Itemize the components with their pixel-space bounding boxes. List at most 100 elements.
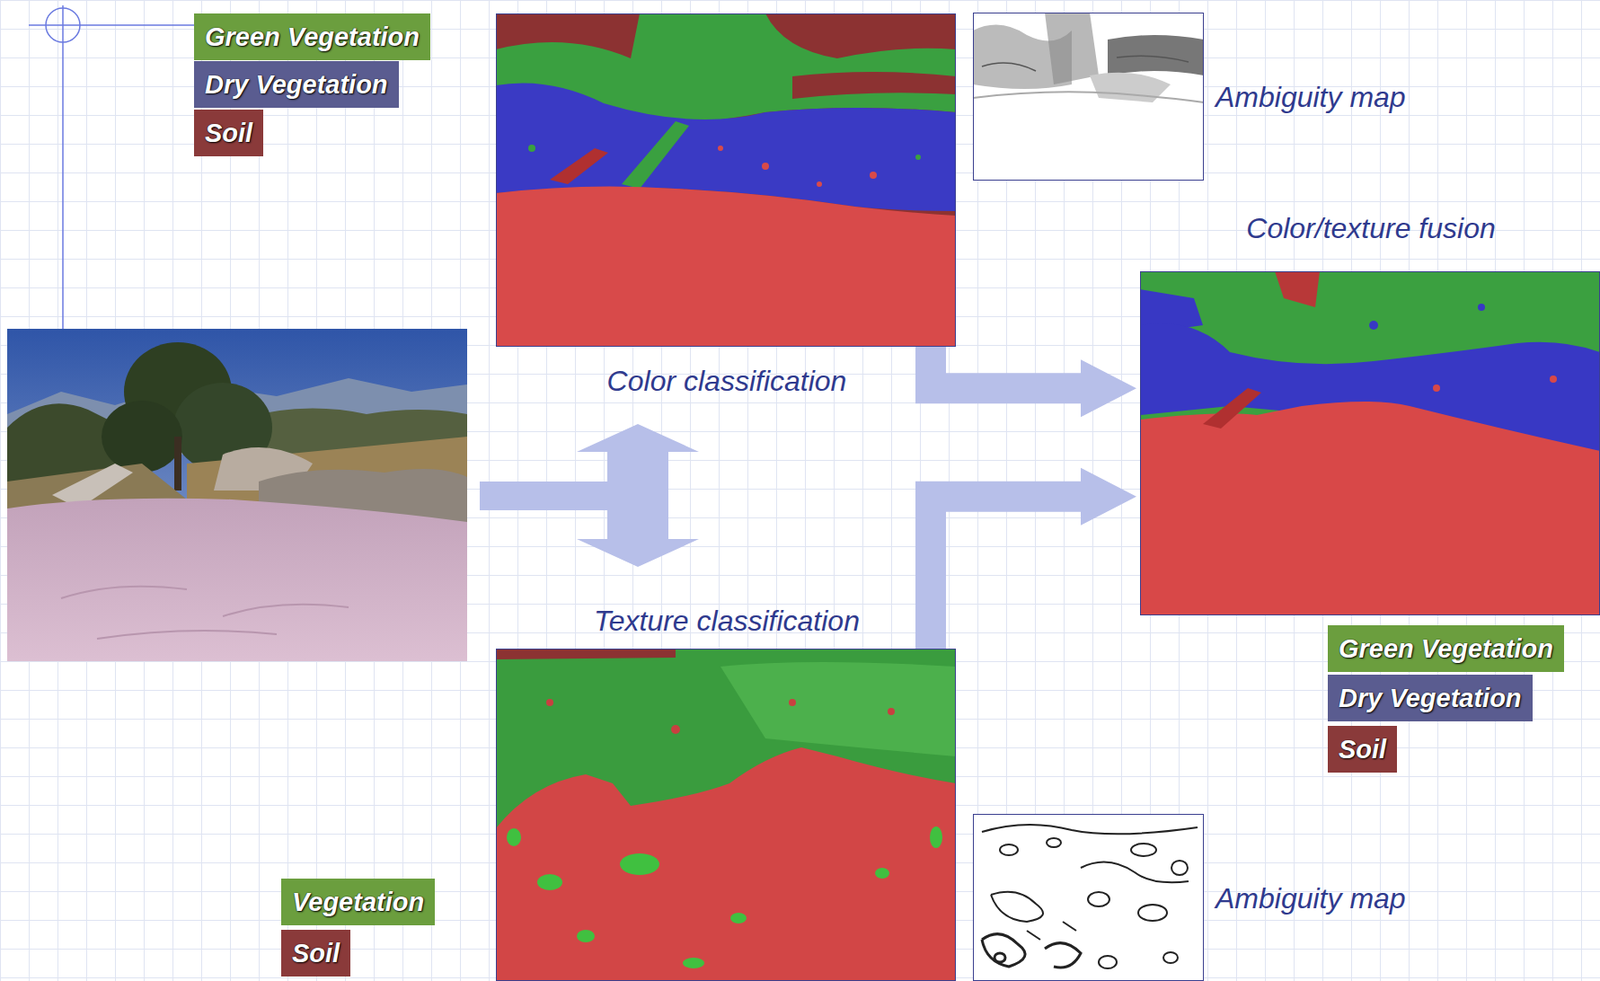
ambiguity-image-part <box>972 12 1204 181</box>
arrow-head <box>1080 468 1137 526</box>
legend-label: Green Vegetation <box>1338 634 1554 664</box>
crosshair-mark-part <box>28 24 195 27</box>
image-panel: Color classification <box>495 13 956 347</box>
caption-holder: Texture classification <box>593 604 860 638</box>
input-arrow <box>479 424 699 567</box>
texture-classification-image-part <box>576 929 595 943</box>
texture-classification-image-part <box>495 648 956 981</box>
ambiguity-image-part <box>972 91 1204 103</box>
panel-caption: Color classification <box>607 364 848 398</box>
arrow-shaft <box>930 346 1083 389</box>
color-classification-image-part <box>621 121 690 189</box>
texture-classification-image-part <box>887 707 895 716</box>
terrain-photo-part <box>174 436 182 491</box>
legend-swatch: Dry Vegetation <box>1327 674 1533 722</box>
ambiguity-image-part <box>1131 843 1157 857</box>
fusion-image-part <box>1274 271 1320 308</box>
texture-classification-image-part <box>788 698 796 707</box>
crosshair-mark <box>28 5 195 329</box>
terrain-photo-part <box>7 498 468 662</box>
texture-classification-image <box>495 648 956 981</box>
texture-classification-image-part <box>682 957 705 969</box>
ambiguity-image-part <box>981 55 1189 71</box>
legend-swatch: Vegetation <box>281 878 435 926</box>
terrain-photo-part <box>7 328 468 662</box>
input-arrow-part <box>479 481 624 511</box>
color-classification-image <box>495 13 956 347</box>
ambiguity-image-part <box>1163 952 1178 964</box>
ambiguity-image-part <box>994 953 1006 963</box>
panel-caption: Ambiguity map <box>1215 80 1406 115</box>
texture-classification-image-part <box>495 747 956 981</box>
texture-classification-image-part <box>546 698 554 707</box>
arrow-head <box>1080 359 1137 417</box>
fusion-image-part <box>1477 303 1486 311</box>
terrain-photo <box>7 328 468 662</box>
panel-caption: Texture classification <box>593 604 860 638</box>
fusion-image-part <box>1140 271 1600 616</box>
color-classification-image-part <box>761 162 770 170</box>
color-classification-image-part <box>495 13 956 347</box>
legend-label: Dry Vegetation <box>204 70 389 100</box>
color-classification-image-part <box>869 171 877 179</box>
fusion-image-part <box>1369 320 1379 330</box>
legend-label: Soil <box>291 938 340 969</box>
ambiguity-image-part <box>1107 35 1204 76</box>
caption-holder: Color/texture fusion <box>1246 212 1495 246</box>
color-classification-image-part <box>549 148 609 185</box>
fusion-image-part <box>1202 388 1262 429</box>
ambiguity-image <box>972 12 1204 181</box>
arrow-shaft <box>930 496 1083 649</box>
ambiguity-image-part <box>1098 955 1117 969</box>
color-classification-image-part <box>816 181 823 187</box>
ambiguity-image-part <box>972 813 1204 981</box>
texture-classification-image-part <box>929 826 943 849</box>
color-classification-image-part <box>915 154 921 160</box>
block-arrow <box>930 468 1137 649</box>
fusion-image-part <box>1549 375 1557 383</box>
block-arrow <box>930 346 1137 417</box>
image-panel: Ambiguity map <box>972 12 1204 181</box>
ambiguity-image-part <box>1080 862 1189 884</box>
ambiguity-image-part <box>1138 904 1167 921</box>
terrain-photo-part <box>101 400 183 473</box>
legend-swatch: Green Vegetation <box>194 13 431 61</box>
image-panel: Ambiguity map <box>972 813 1204 981</box>
ambiguity-image-part <box>1046 838 1061 848</box>
legend-swatch: Soil <box>194 109 264 157</box>
texture-classification-image-part <box>495 648 676 660</box>
ambiguity-image-part <box>999 844 1018 856</box>
texture-classification-image-part <box>730 912 747 924</box>
input-arrow-part <box>576 424 699 567</box>
texture-classification-image-part <box>619 853 660 876</box>
legend-label: Soil <box>1338 734 1387 765</box>
terrain-photo-part <box>61 586 349 639</box>
ambiguity-image-part <box>990 892 1044 922</box>
ambiguity-image-part <box>1171 860 1188 876</box>
ambiguity-image-part <box>1044 12 1099 85</box>
texture-classification-image-part <box>537 874 563 891</box>
texture-classification-image-part <box>671 724 681 734</box>
caption-holder: Ambiguity map <box>1215 882 1406 916</box>
legend-swatch: Dry Vegetation <box>194 61 399 108</box>
fusion-image <box>1140 271 1600 616</box>
legend-label: Vegetation <box>291 887 425 918</box>
fusion-image-part <box>1432 384 1441 392</box>
legend-swatch: Green Vegetation <box>1327 625 1565 672</box>
panel-caption: Color/texture fusion <box>1246 212 1495 246</box>
color-classification-image-part <box>528 144 536 152</box>
ambiguity-image-part <box>1087 892 1110 907</box>
ambiguity-image <box>972 813 1204 981</box>
ambiguity-image-part <box>1026 921 1077 940</box>
legend-swatch: Soil <box>1327 725 1397 773</box>
texture-classification-image-part <box>720 662 956 757</box>
color-classification-image-part <box>495 185 956 347</box>
caption-holder: Color classification <box>607 364 848 398</box>
legend-label: Green Vegetation <box>204 22 420 53</box>
ambiguity-image-part <box>981 824 1198 834</box>
texture-classification-image-part <box>506 828 522 847</box>
panel-caption: Ambiguity map <box>1215 882 1406 916</box>
image-panel: Color/texture fusion <box>1140 271 1600 616</box>
texture-classification-image-part <box>875 867 890 879</box>
